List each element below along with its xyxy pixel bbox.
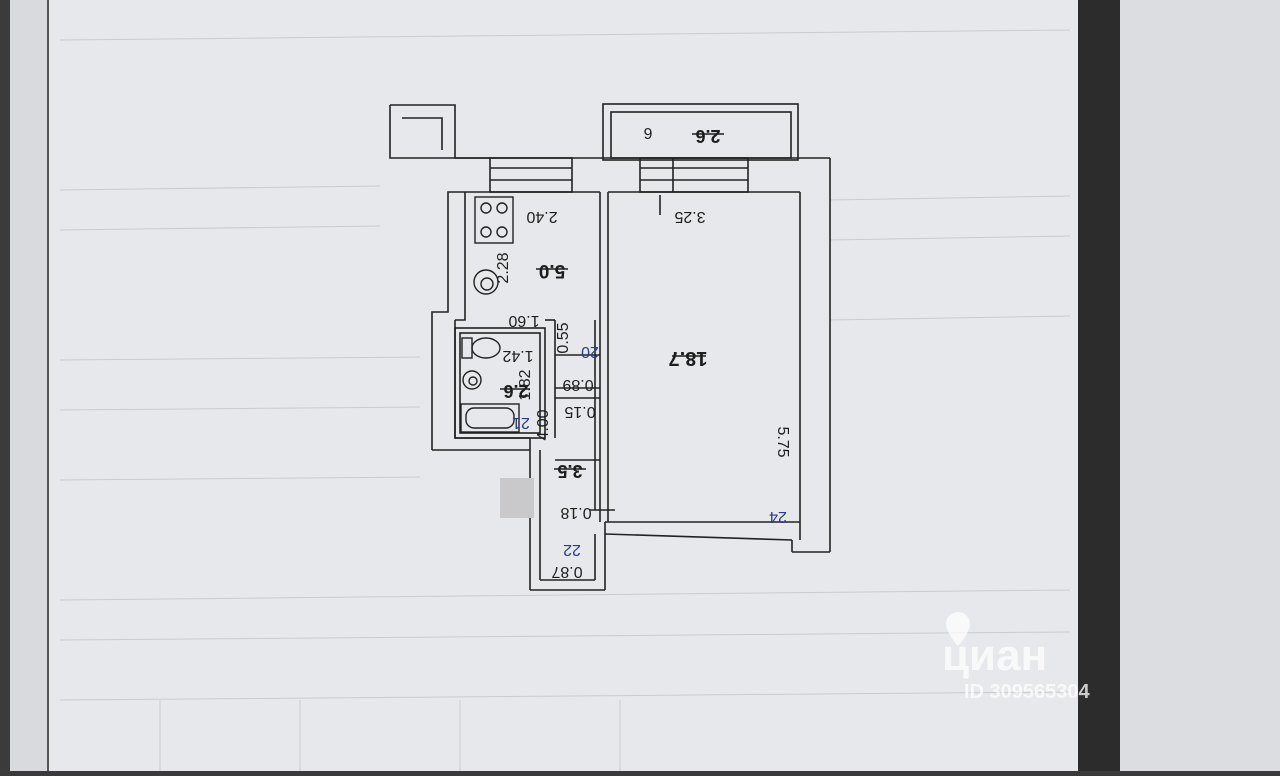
dim-018-label: 0.18: [560, 504, 591, 521]
watermark-svg: циан ID 309565304: [942, 612, 1091, 703]
stove-icon: [474, 196, 514, 244]
plan-walls: [389, 103, 831, 591]
room-area-label: 18.7: [669, 347, 708, 369]
map-pin-icon: [946, 612, 970, 646]
plan-labels: 5.0 2.40 2.28 1.60 1.42 1.82 2.6 21 20 0…: [495, 124, 791, 580]
room-length-label: 5.75: [774, 426, 791, 457]
binding-shadow: [1078, 0, 1123, 771]
closet-number-label: 22: [563, 541, 581, 558]
balcony-area-label: 2.6: [695, 126, 720, 146]
area-overlines: [500, 133, 724, 470]
corridor-area-label: 3.5: [557, 461, 582, 481]
balcony-number-label: 6: [643, 124, 652, 141]
faint-grid-lines: [59, 29, 1071, 771]
next-page: [1120, 0, 1280, 771]
kitchen-width-label: 2.40: [526, 208, 557, 225]
toilet-icon: [461, 337, 501, 359]
dim-089-label: 0.89: [562, 376, 593, 393]
hall-width-label: 1.60: [508, 312, 539, 329]
watermark-id: ID 309565304: [964, 681, 1091, 703]
bath-length-label: 1.82: [517, 369, 534, 400]
paper-sheet: [10, 0, 1105, 771]
cian-watermark: циан ID 309565304: [930, 608, 1150, 708]
dim-015-label: 0.15: [564, 403, 595, 420]
corridor-length-label: 4.00: [535, 409, 552, 440]
redaction-patch: [500, 478, 534, 518]
room-width-label: 3.25: [674, 208, 705, 225]
bath-number-label: 21: [512, 414, 530, 431]
bath-area-label: 2.6: [503, 381, 528, 401]
kitchen-length-label: 2.28: [495, 252, 512, 283]
closet-width-label: 0.87: [551, 563, 582, 580]
corridor-number-label: 20: [581, 343, 599, 360]
bath-width-label: 1.42: [502, 347, 533, 364]
wash-basin-icon: [462, 370, 482, 390]
dim-055-label: 0.55: [555, 322, 572, 353]
watermark-brand: циан: [942, 631, 1047, 680]
kitchen-area-label: 5.0: [539, 260, 565, 281]
sheet-edge-left: [10, 0, 48, 771]
bathtub-icon: [460, 403, 520, 433]
kitchen-sink-icon: [473, 269, 499, 295]
room-number-label: 24: [769, 508, 787, 525]
